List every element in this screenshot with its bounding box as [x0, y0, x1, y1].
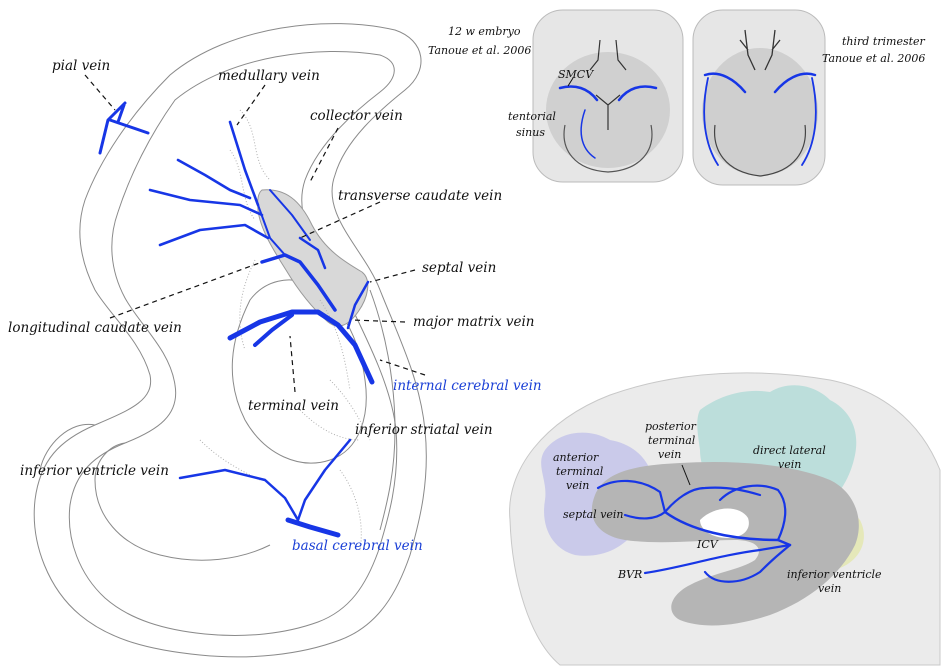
pial-leader [85, 75, 115, 110]
temporal-outline [40, 424, 270, 560]
caption-third-line2: Tanoue et al. 2006 [822, 52, 925, 65]
label-pial-vein: pial vein [52, 58, 110, 74]
label-medullary-vein: medullary vein [218, 68, 320, 84]
inferior-ventricle-line [180, 470, 298, 520]
inferior-striatal-line [298, 440, 350, 520]
left-label-texts: pial vein medullary vein collector vein … [8, 58, 542, 554]
label-inferior-striatal-vein: inferior striatal vein [355, 422, 493, 438]
label-anterior-terminal-1: anterior [553, 451, 599, 464]
fetal-brain-panels [533, 10, 825, 185]
label-posterior-terminal-2: terminal [648, 434, 696, 447]
caption-third-line1: third trimester [842, 35, 926, 48]
label-direct-lateral-1: direct lateral [753, 444, 826, 457]
label-transverse-caudate-vein: transverse caudate vein [338, 188, 502, 204]
label-internal-cerebral-vein: internal cerebral vein [393, 378, 542, 394]
panel-12w [533, 10, 683, 182]
label-tentorial-line1: tentorial [508, 110, 556, 123]
basal-cerebral-line [288, 520, 338, 535]
label-bvr: BVR [617, 568, 642, 581]
label-basal-cerebral-vein: basal cerebral vein [292, 538, 423, 554]
label-longitudinal-caudate-vein: longitudinal caudate vein [8, 320, 182, 336]
major-matrix-leader [352, 320, 405, 322]
label-posterior-terminal-1: posterior [645, 420, 697, 433]
caption-12w-line2: Tanoue et al. 2006 [428, 44, 531, 57]
label-icv: ICV [696, 538, 719, 551]
caption-12w-line1: 12 w embryo [448, 25, 521, 38]
medullary-leader [237, 85, 265, 125]
label-inferior-ventricle-vein: inferior ventricle vein [20, 463, 169, 479]
label-inferior-ventricle-1: inferior ventricle [787, 568, 882, 581]
label-septal-vein: septal vein [422, 260, 496, 276]
pial-vein-line [100, 103, 148, 153]
label-tentorial-line2: sinus [516, 126, 545, 139]
label-collector-vein: collector vein [310, 108, 403, 124]
label-septal-vein-sag: septal vein [563, 508, 624, 521]
internal-cerebral-leader [380, 360, 425, 375]
label-major-matrix-vein: major matrix vein [413, 314, 535, 330]
label-anterior-terminal-2: terminal [556, 465, 604, 478]
label-smcv: SMCV [558, 68, 594, 81]
panel-third-trimester [693, 10, 825, 185]
label-direct-lateral-2: vein [778, 458, 801, 471]
midline-outline [370, 290, 395, 530]
collector-leader [310, 128, 338, 182]
label-posterior-terminal-3: vein [658, 448, 681, 461]
label-anterior-terminal-3: vein [566, 479, 589, 492]
terminal-leader [290, 336, 295, 392]
label-terminal-vein: terminal vein [248, 398, 339, 414]
septal-leader [370, 270, 415, 282]
label-inferior-ventricle-2: vein [818, 582, 841, 595]
medullary-vein-line [150, 122, 268, 245]
